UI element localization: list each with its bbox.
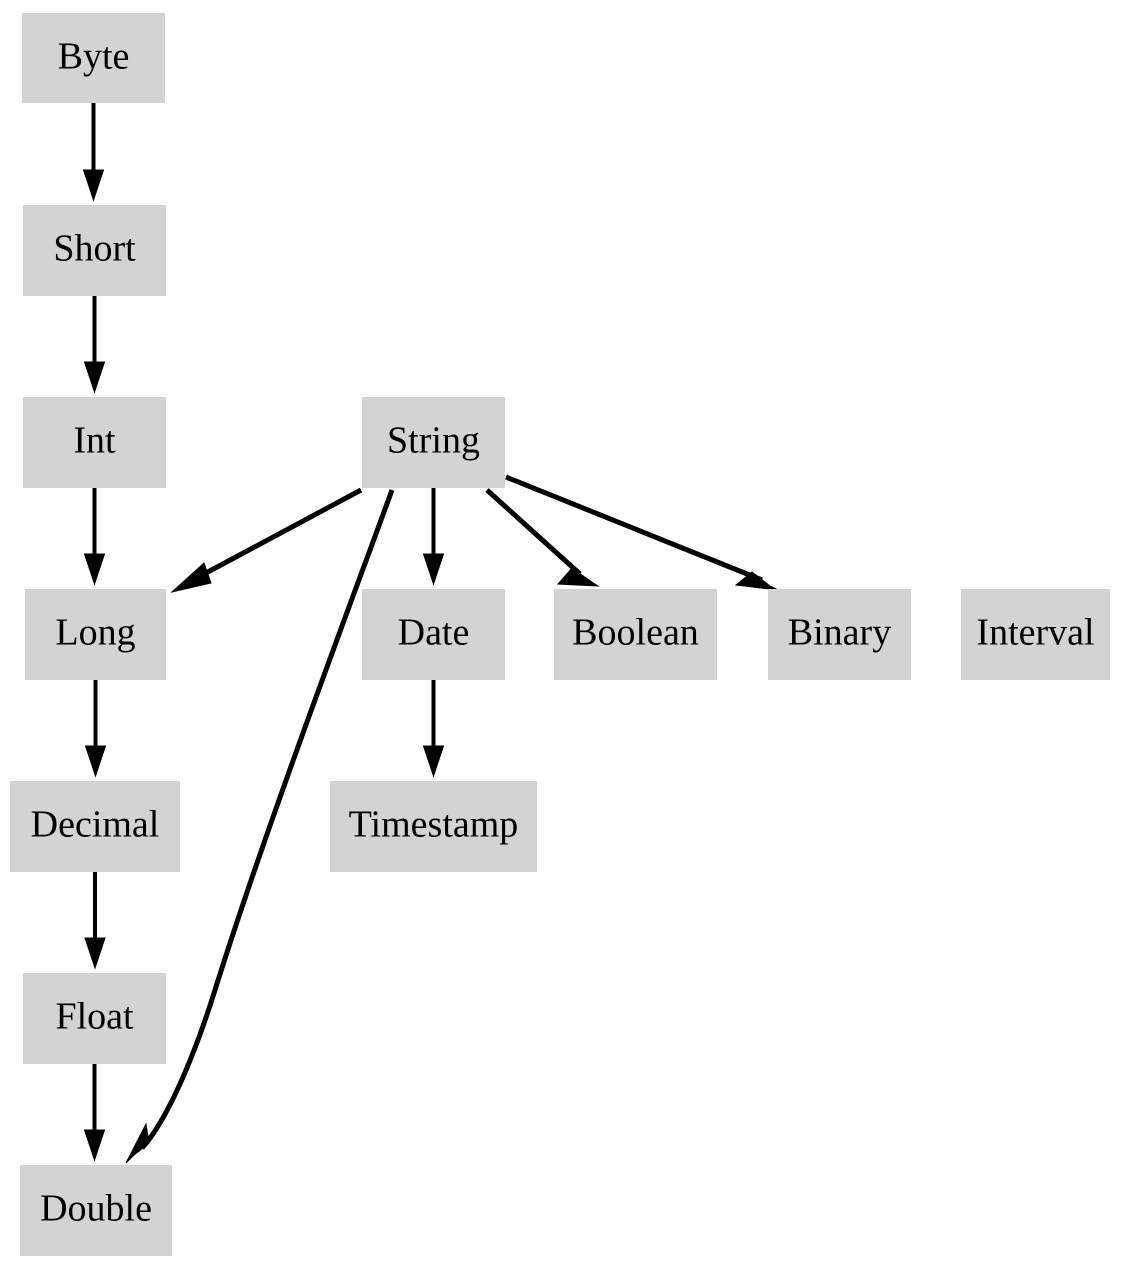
edge-byte-short	[82, 103, 105, 202]
node-string-box[interactable]	[362, 397, 505, 488]
node-layer: Byte Short Int String Long Date	[10, 13, 1110, 1256]
node-binary-label: Binary	[788, 612, 891, 654]
node-int-box[interactable]	[23, 397, 166, 488]
node-binary-box[interactable]	[768, 589, 911, 680]
edge-short-int	[83, 296, 106, 394]
node-byte-box[interactable]	[22, 13, 165, 103]
edge-int-long	[83, 488, 106, 586]
node-long[interactable]: Long	[25, 589, 166, 680]
edge-layer	[82, 103, 779, 1164]
edge-string-double	[125, 489, 395, 1164]
edge-string-boolean	[485, 488, 600, 587]
node-float-box[interactable]	[23, 973, 166, 1064]
node-decimal[interactable]: Decimal	[10, 781, 180, 872]
node-byte-label: Byte	[58, 36, 130, 78]
node-double-label: Double	[40, 1188, 152, 1230]
node-float[interactable]: Float	[23, 973, 166, 1064]
edge-string-long	[170, 487, 363, 593]
node-boolean[interactable]: Boolean	[554, 589, 717, 680]
node-decimal-box[interactable]	[10, 781, 180, 872]
node-double[interactable]: Double	[20, 1165, 172, 1256]
node-long-label: Long	[55, 612, 135, 654]
node-float-label: Float	[55, 996, 134, 1038]
node-short[interactable]: Short	[23, 205, 166, 296]
node-date-label: Date	[398, 612, 470, 654]
node-timestamp[interactable]: Timestamp	[330, 781, 537, 872]
edge-date-timestamp	[422, 680, 445, 778]
edge-decimal-float	[84, 872, 106, 970]
node-binary[interactable]: Binary	[768, 589, 911, 680]
node-string[interactable]: String	[362, 397, 505, 488]
node-interval-label: Interval	[976, 612, 1094, 654]
edge-long-decimal	[84, 680, 107, 778]
edge-float-double	[83, 1064, 106, 1162]
node-timestamp-label: Timestamp	[349, 804, 519, 846]
node-byte[interactable]: Byte	[22, 13, 165, 103]
node-short-box[interactable]	[23, 205, 166, 296]
node-short-label: Short	[53, 228, 136, 270]
node-date[interactable]: Date	[362, 589, 505, 680]
node-string-label: String	[387, 420, 480, 462]
node-timestamp-box[interactable]	[330, 781, 537, 872]
node-interval[interactable]: Interval	[961, 589, 1110, 680]
node-interval-box[interactable]	[961, 589, 1110, 680]
node-double-box[interactable]	[20, 1165, 172, 1256]
edge-string-binary	[505, 474, 779, 591]
node-boolean-label: Boolean	[572, 612, 699, 654]
node-int[interactable]: Int	[23, 397, 166, 488]
edge-string-date	[422, 488, 445, 586]
node-decimal-label: Decimal	[31, 804, 160, 846]
node-date-box[interactable]	[362, 589, 505, 680]
node-long-box[interactable]	[25, 589, 166, 680]
node-boolean-box[interactable]	[554, 589, 717, 680]
node-int-label: Int	[73, 420, 116, 462]
